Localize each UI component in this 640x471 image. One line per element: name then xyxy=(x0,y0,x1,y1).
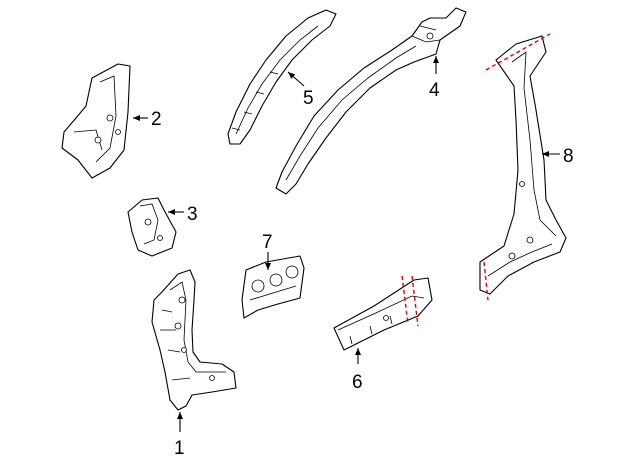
callout-4: 4 xyxy=(429,80,440,101)
callout-labels: 1 2 3 4 5 6 7 8 xyxy=(151,80,574,459)
cut-line-rocker-left xyxy=(401,275,409,325)
callout-6: 6 xyxy=(352,372,363,393)
part-1-hinge-pillar xyxy=(151,269,237,411)
callout-2: 2 xyxy=(151,109,162,130)
callout-8: 8 xyxy=(563,146,574,167)
part-7-reinforcement xyxy=(241,255,305,319)
cut-line-pillar-top xyxy=(485,33,551,71)
cut-line-pillar-bottom xyxy=(483,261,489,301)
callout-1: 1 xyxy=(174,438,185,459)
part-2-pillar-bracket xyxy=(61,63,131,179)
callout-7: 7 xyxy=(262,232,273,253)
part-3-bracket xyxy=(127,197,177,257)
part-6-rocker-panel xyxy=(333,277,433,351)
part-4-roof-rail xyxy=(275,7,467,195)
part-8-center-pillar xyxy=(479,35,567,295)
cut-lines xyxy=(401,33,551,327)
leader-lines xyxy=(133,56,560,432)
part-5-windshield-pillar xyxy=(227,9,337,145)
callout-3: 3 xyxy=(187,204,198,225)
callout-5: 5 xyxy=(303,88,314,109)
cut-line-rocker-right xyxy=(411,275,419,327)
leader-5 xyxy=(287,71,305,87)
